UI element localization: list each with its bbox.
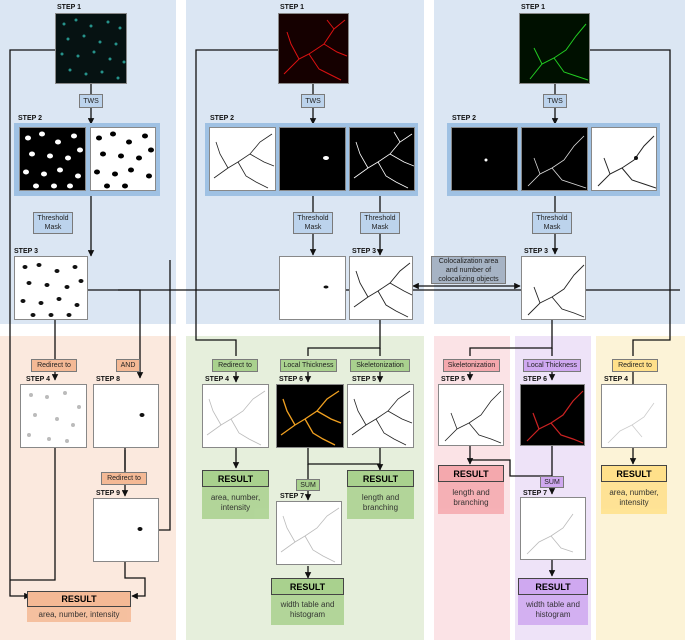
nuclei-redirect-image xyxy=(20,384,87,448)
col3-local-thickness-box: Local Thickness xyxy=(523,359,581,372)
green-length-result-desc: length and branching xyxy=(347,487,414,519)
nuclei-mask-image xyxy=(14,256,88,320)
green-background-map xyxy=(591,127,657,191)
green-vessel-map xyxy=(521,127,588,191)
pink-result-title: RESULT xyxy=(438,465,504,482)
col2-tws-box: TWS xyxy=(301,94,325,108)
green-width-result-desc: width table and histogram xyxy=(271,595,344,625)
col3-step6-label: STEP 6 xyxy=(523,376,547,383)
red-local-thickness-image xyxy=(276,384,344,448)
col3-redirect-to-box: Redirect to xyxy=(612,359,658,372)
red-redirect-image xyxy=(202,384,269,448)
purple-result-title: RESULT xyxy=(518,578,588,595)
red-background-map xyxy=(209,127,276,191)
col2-step1-label: STEP 1 xyxy=(280,4,304,11)
col2-step5-label: STEP 5 xyxy=(352,376,376,383)
green-area-result-title: RESULT xyxy=(202,470,269,487)
green-skeleton-image xyxy=(438,384,504,446)
green-width-result-title: RESULT xyxy=(271,578,344,595)
yellow-result-title: RESULT xyxy=(601,465,667,482)
red-width-sum-image xyxy=(276,501,342,565)
nuclei-redirect-image-2 xyxy=(93,498,159,562)
red-vessel-mask xyxy=(349,256,413,320)
col1-and-box: AND xyxy=(116,359,140,372)
green-raw-image xyxy=(519,13,590,84)
green-probability-map xyxy=(451,127,518,191)
col3-step3-label: STEP 3 xyxy=(524,248,548,255)
purple-result-desc: width table and histogram xyxy=(518,595,588,625)
col2-step3-label: STEP 3 xyxy=(352,248,376,255)
orange-result-desc: area, number, intensity xyxy=(27,607,131,622)
red-vessel-map xyxy=(349,127,415,191)
red-probability-map xyxy=(279,127,346,191)
col2-skeletonization-box: Skeletonization xyxy=(350,359,410,372)
green-redirect-image xyxy=(601,384,667,448)
col1-step1-label: STEP 1 xyxy=(57,4,81,11)
col2-local-thickness-box: Local Thickness xyxy=(280,359,337,372)
nuclei-probability-map xyxy=(19,127,86,191)
col1-step9-label: STEP 9 xyxy=(96,490,120,497)
yellow-result-desc: area, number, intensity xyxy=(601,482,667,514)
col1-step4-label: STEP 4 xyxy=(26,376,50,383)
col2-step7-label: STEP 7 xyxy=(280,493,304,500)
green-area-result-desc: area, number, intensity xyxy=(202,487,269,519)
red-raw-image xyxy=(278,13,349,84)
col2-step2-label: STEP 2 xyxy=(210,115,234,122)
col1-threshold-mask-box: Threshold Mask xyxy=(33,212,73,234)
col3-step5-label: STEP 5 xyxy=(441,376,465,383)
col3-step4-label: STEP 4 xyxy=(604,376,628,383)
nuclei-raw-image xyxy=(55,13,127,84)
col1-redirect-to-box: Redirect to xyxy=(31,359,77,372)
col1-redirect-to-box-2: Redirect to xyxy=(101,472,147,485)
col1-tws-box: TWS xyxy=(79,94,103,108)
nuclei-background-map xyxy=(90,127,156,191)
nuclei-and-image xyxy=(93,384,159,448)
orange-result-title: RESULT xyxy=(27,591,131,607)
red-skeleton-image xyxy=(347,384,414,448)
col3-skeletonization-box: Skeletonization xyxy=(443,359,500,372)
col2-step6-label: STEP 6 xyxy=(279,376,303,383)
col2-redirect-to-box: Redirect to xyxy=(212,359,258,372)
red-object-mask xyxy=(279,256,346,320)
col2-threshold-mask-box-2: Threshold Mask xyxy=(360,212,400,234)
col2-sum-box: SUM xyxy=(296,479,320,491)
col3-threshold-mask-box: Threshold Mask xyxy=(532,212,572,234)
col3-step1-label: STEP 1 xyxy=(521,4,545,11)
col2-step4-label: STEP 4 xyxy=(205,376,229,383)
green-width-sum-image xyxy=(520,497,586,560)
col1-step3-label: STEP 3 xyxy=(14,248,38,255)
pink-result-desc: length and branching xyxy=(438,482,504,514)
green-length-result-title: RESULT xyxy=(347,470,414,487)
green-vessel-mask xyxy=(521,256,586,320)
col1-step8-label: STEP 8 xyxy=(96,376,120,383)
col2-threshold-mask-box-1: Threshold Mask xyxy=(293,212,333,234)
col1-step2-label: STEP 2 xyxy=(18,115,42,122)
green-local-thickness-image xyxy=(520,384,585,446)
col3-step2-label: STEP 2 xyxy=(452,115,476,122)
col3-step7-label: STEP 7 xyxy=(523,490,547,497)
colocalization-box: Colocalization area and number of coloca… xyxy=(431,256,506,284)
col3-sum-box: SUM xyxy=(540,476,564,488)
col3-tws-box: TWS xyxy=(543,94,567,108)
